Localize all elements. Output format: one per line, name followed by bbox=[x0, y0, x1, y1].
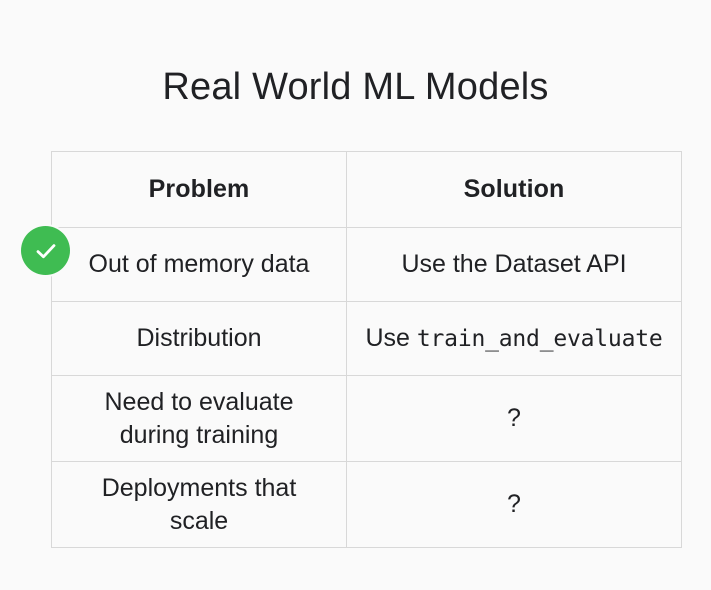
problem-solution-table: Problem Solution Out of memory data Use … bbox=[51, 151, 682, 548]
table-row: Distribution Use train_and_evaluate bbox=[51, 301, 682, 376]
column-header-solution: Solution bbox=[346, 151, 682, 228]
problem-line-2: during training bbox=[119, 420, 279, 449]
problem-line-1: Need to evaluate bbox=[104, 387, 294, 416]
table-header-row: Problem Solution bbox=[51, 151, 682, 228]
cell-solution-unknown-1: ? bbox=[346, 375, 682, 462]
problem-line-2: scale bbox=[169, 506, 229, 535]
comparison-table-wrapper: Problem Solution Out of memory data Use … bbox=[51, 151, 682, 548]
table-row: Need to evaluate during training ? bbox=[51, 375, 682, 462]
cell-problem-distribution: Distribution bbox=[51, 301, 347, 376]
cell-problem-evaluate-during-training: Need to evaluate during training bbox=[51, 375, 347, 462]
cell-problem-deployments-that-scale: Deployments that scale bbox=[51, 461, 347, 548]
table-row: Deployments that scale ? bbox=[51, 461, 682, 548]
cell-solution-train-and-evaluate: Use train_and_evaluate bbox=[346, 301, 682, 376]
problem-line-1: Deployments that bbox=[101, 473, 297, 502]
solution-text-prefix: Use bbox=[365, 324, 417, 352]
cell-problem-out-of-memory: Out of memory data bbox=[51, 227, 347, 302]
cell-solution-dataset-api: Use the Dataset API bbox=[346, 227, 682, 302]
column-header-problem: Problem bbox=[51, 151, 347, 228]
table-row: Out of memory data Use the Dataset API bbox=[51, 227, 682, 302]
solution-code-token: train_and_evaluate bbox=[416, 326, 663, 352]
page-title: Real World ML Models bbox=[162, 66, 549, 108]
cell-solution-unknown-2: ? bbox=[346, 461, 682, 548]
check-icon bbox=[21, 226, 70, 275]
